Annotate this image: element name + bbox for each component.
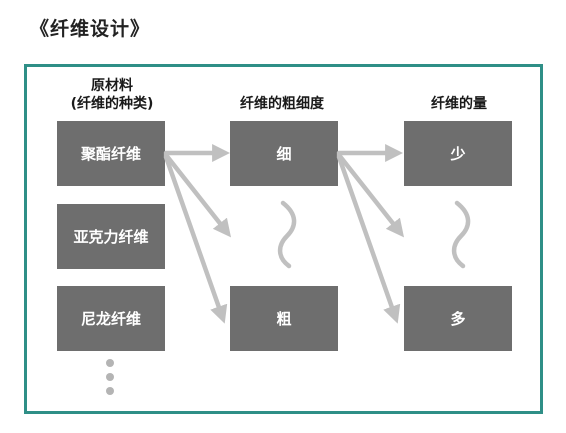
page-title: 《纤维设计》	[30, 18, 151, 40]
material-header-subtitle: (纤维的种类)	[70, 96, 154, 112]
range-squiggle-amount	[451, 200, 471, 269]
amount-header: 纤维的量	[431, 96, 487, 112]
range-squiggle-thickness	[277, 200, 297, 269]
thickness-box-thin: 细	[230, 121, 338, 186]
amount-box-many: 多	[404, 286, 512, 351]
amount-box-few: 少	[404, 121, 512, 186]
arrow-material-to-thick	[163, 154, 228, 324]
diagram-frame	[24, 64, 543, 414]
arrow-thin-to-many	[336, 154, 401, 324]
thickness-box-thick: 粗	[230, 286, 338, 351]
material-box-polyester: 聚酯纤维	[57, 121, 165, 186]
arrow-material-to-mid	[163, 152, 232, 238]
thickness-header: 纤维的粗细度	[240, 96, 324, 112]
material-header: 原材料 (纤维的种类)	[52, 77, 172, 113]
ellipsis-dot-3	[106, 387, 114, 395]
material-box-nylon: 尼龙纤维	[57, 286, 165, 351]
material-box-acrylic: 亚克力纤维	[57, 204, 165, 269]
ellipsis-dot-1	[106, 359, 114, 367]
ellipsis-dot-2	[106, 373, 114, 381]
arrow-thin-to-mid	[336, 152, 405, 238]
material-header-title: 原材料	[91, 78, 133, 94]
